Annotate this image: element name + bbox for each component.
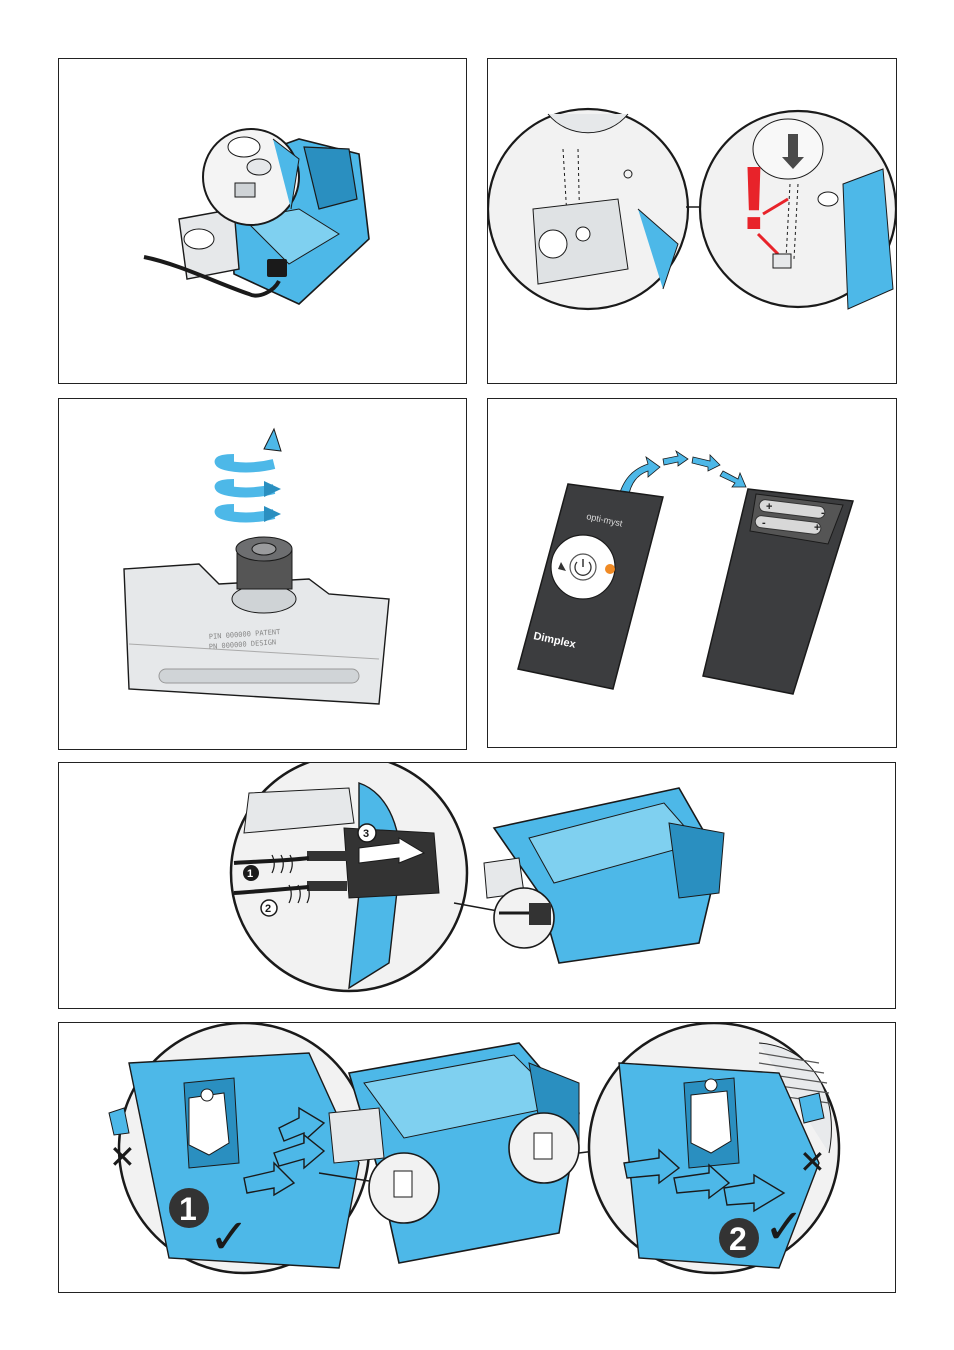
- right-icon-left: ✓: [209, 1209, 249, 1265]
- step-6-1-badge: [169, 1188, 209, 1228]
- right-icon-right: ✓: [764, 1199, 804, 1255]
- battery-minus-top: -: [821, 507, 825, 519]
- step-6-2-label: 2: [729, 1221, 747, 1257]
- step-6-2-badge: [719, 1218, 759, 1258]
- remote-back: + - + -: [702, 488, 854, 695]
- connector-unplug-illustration: 1 2 3: [229, 763, 725, 993]
- warning-icon: !: [739, 149, 769, 249]
- lamp-overview-illustration: [143, 128, 370, 305]
- remote-battery-illustration: opti-myst Dimplex + - + -: [517, 449, 854, 695]
- battery-bottom: [754, 515, 822, 535]
- tank-cap-illustration: PIN 000000 PATENT PN 000000 DESIGN: [123, 427, 390, 705]
- step-1-label: 1: [247, 868, 253, 880]
- battery-minus-bottom: -: [762, 517, 766, 529]
- panel-lamp-alignment: !: [487, 58, 897, 384]
- wrong-icon-left: ✕: [109, 1138, 136, 1176]
- panel-tank-cap: PIN 000000 PATENT PN 000000 DESIGN: [58, 398, 467, 750]
- wrong-icon-right: ✕: [799, 1143, 826, 1181]
- panel-connector-unplug: 1 2 3: [58, 762, 896, 1009]
- lamp-alignment-illustration: !: [488, 107, 896, 311]
- panel-lamp-overview: [58, 58, 467, 384]
- step-3-badge: [357, 823, 377, 843]
- panel-clip-detail: ✕ 1 ✓ ✕ 2 ✓: [58, 1022, 896, 1293]
- clip-detail-illustration: ✕ 1 ✓ ✕ 2 ✓: [108, 1023, 841, 1275]
- heat-icon: [605, 564, 615, 574]
- step-1-badge: [243, 865, 259, 881]
- step-3-label: 3: [363, 828, 369, 840]
- rotate-arrows-icon: [214, 427, 282, 523]
- battery-plus-top: +: [766, 501, 772, 513]
- panel-remote-battery: opti-myst Dimplex + - + -: [487, 398, 897, 748]
- flame-icon: [558, 562, 566, 571]
- step-2-label: 2: [265, 903, 271, 915]
- step-2-badge: [260, 899, 278, 917]
- flip-arrow-icon: [617, 449, 747, 500]
- battery-plus-bottom: +: [814, 522, 820, 534]
- remote-front: opti-myst Dimplex: [517, 483, 664, 690]
- step-6-1-label: 1: [179, 1191, 197, 1227]
- battery-top: [758, 499, 826, 519]
